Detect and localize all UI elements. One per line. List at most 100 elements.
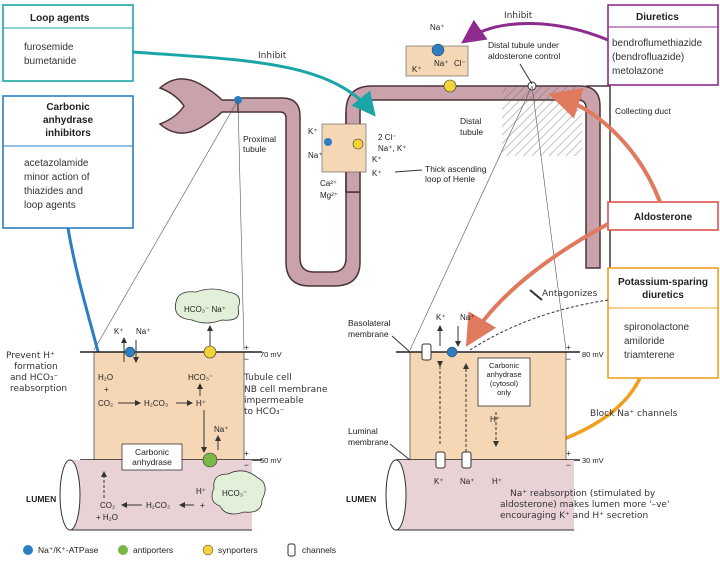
svg-text:bendroflumethiazide(bendroflua: bendroflumethiazide(bendrofluazide)metol… [612,38,702,77]
dt-ion-na2: Na⁺ [434,59,448,68]
aldosterone-arrow-down [465,222,609,347]
right-carb-2: anhydrase [486,370,521,379]
dt-ion-k: K⁺ [412,65,422,74]
box-aldosterone: Aldosterone [607,201,719,231]
inhibit-label-1: Inhibit [258,51,287,61]
right-carb-4: only [497,388,511,397]
carbonic-line-4: loop agents [24,200,76,211]
collecting-duct [502,86,582,156]
prevent-2: formation [14,362,58,372]
right-top-k: K⁺ [436,313,446,322]
left-lumen [70,460,252,530]
carbonic-title-3: inhibitors [45,128,91,139]
svg-text:Na⁺ reabsorption (stimulated b: Na⁺ reabsorption (stimulated byaldostero… [500,489,669,521]
left-lumen-label: LUMEN [26,494,56,504]
left-minus-top: − [244,354,249,364]
dt-ion-cl: Cl⁻ [454,59,466,68]
right-lumen-label: LUMEN [346,494,376,504]
ksparing-line-3: triamterene [624,350,675,361]
dt-ion-na: Na⁺ [430,23,444,32]
loop-symporter [352,138,364,150]
aldosterone-title: Aldosterone [634,212,693,223]
legend-channel-icon [287,543,296,557]
right-note-1: Na⁺ reabsorption (stimulated by [510,489,656,499]
loop-agents-drug-2: bumetanide [24,56,77,67]
legend-atpase: Na⁺/K⁺-ATPase [38,545,99,555]
loop-ion-k: K⁺ [308,127,318,136]
lum-h: H⁺ [196,487,206,496]
right-bot-k: K⁺ [434,477,444,486]
tubule-cell-1: Tubule cell [243,373,292,383]
lum-plus: + [200,501,205,510]
carbonic-line-2: minor action of [24,172,90,183]
legend: Na⁺/K⁺-ATPase antiporters synporters cha… [23,543,336,557]
loop-atpase [324,138,332,146]
loop-agents-title: Loop agents [30,13,90,24]
tubule-cell-3: impermeable [244,396,304,406]
loop-inhibit-arrow [132,50,376,117]
ksparing-line-1: spironolactone [624,322,689,333]
inhibit-label-2: Inhibit [504,11,533,21]
left-h2co3: H₂CO₃ [144,399,168,408]
lum-h2co3: H₂CO₃ [146,501,170,510]
right-minus-top: − [566,354,571,364]
left-plus-bot: + [244,448,249,458]
carbonic-line-3: thiazides and [24,186,83,197]
loop-ion-na: Na⁺ [308,151,322,160]
left-atpase [124,346,136,358]
diuretic-inhibit-arrow [461,19,609,44]
right-mv-top: 80 mV [582,350,604,359]
legend-atpase-icon [23,545,33,555]
ksparing-line-2: amiloride [624,336,665,347]
lum-hco3: HCO₃⁻ [222,489,247,498]
right-h-out: H⁺ [492,477,502,486]
loop-ion-mg: Mg²⁺ [320,191,338,200]
lumen-cloud [211,470,266,515]
right-carb-box [477,357,531,407]
ksparing-title-2: diuretics [642,290,684,301]
left-carb-2: anhydrase [132,457,172,467]
left-tubule-cell [93,351,245,461]
left-minus-bot: − [244,460,249,470]
carbonic-title-1: Carbonic [46,102,90,113]
prevent-1: Prevent H⁺ [6,351,55,361]
loop-ion-k2: K⁺ [372,155,382,164]
left-cloud [174,288,241,324]
luminal-1: Luminal [348,426,378,436]
left-h2o: H₂O [98,373,113,382]
right-minus-bot: − [566,460,571,470]
zoom-lines [93,85,567,351]
bowman-capsule [158,78,241,134]
right-mv-bot: 30 mV [582,456,604,465]
box-diuretics: Diuretics bendroflumethiazide(bendroflua… [607,4,719,86]
carbonic-anhydrase-box [121,443,183,471]
right-plus-top: + [566,342,571,352]
carbonic-line-1: acetazolamide [24,158,89,169]
left-mv-top: 70 mV [260,350,282,359]
left-symporter [203,345,217,359]
left-top-k: K⁺ [114,327,124,336]
right-note-2: aldosterone) makes lumen more '–ve' [500,500,669,510]
left-carb-1: Carbonic [135,447,170,457]
left-co2: CO₂ [98,399,113,408]
legend-symporter: synporters [218,545,258,555]
diuretics-title: Diuretics [636,12,679,23]
loop-ion-cl: 2 Cl⁻ [378,133,396,142]
right-channel-na [461,451,472,469]
tubule-cell-2: NB cell membrane [244,385,328,395]
drug-arrows: Inhibit Inhibit Antagonizes Block Na⁺ ch… [66,11,678,470]
prevent-3: and HCO₃⁻ [10,373,59,383]
